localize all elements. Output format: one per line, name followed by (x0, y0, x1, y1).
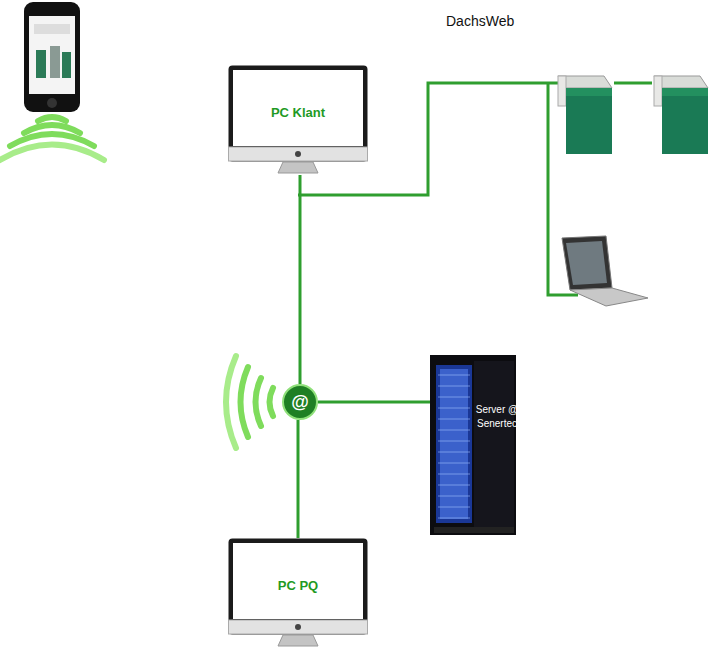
wireless-signal (0, 117, 104, 160)
computer-monitor: PC PQ (228, 538, 368, 648)
node-label: PC PQ (278, 570, 318, 593)
smartphone (24, 2, 80, 112)
diagram-title: DachsWeb (446, 13, 514, 29)
text-holder: PC PQ (233, 543, 363, 619)
network-link (299, 175, 302, 384)
computer-monitor: PC Klant (228, 65, 368, 175)
node-label: Server @ Senertec (472, 403, 522, 430)
internet-hub: @ (282, 384, 318, 420)
node-label: @ (291, 393, 309, 411)
text-holder: PC Klant (233, 70, 363, 146)
node-outline (228, 65, 368, 175)
text-holder: Server @ Senertec (472, 403, 522, 430)
dachs-unit (558, 76, 612, 154)
server-rack: Server @ Senertec (430, 355, 520, 535)
node-outline (430, 355, 520, 535)
network-link (318, 401, 430, 404)
node-outline (228, 538, 368, 648)
node-label: PC Klant (271, 97, 325, 120)
laptop (562, 236, 648, 306)
dachs-unit (654, 76, 708, 154)
network-link (297, 420, 300, 538)
text-holder: @ (282, 384, 318, 420)
wireless-signal (226, 356, 273, 448)
